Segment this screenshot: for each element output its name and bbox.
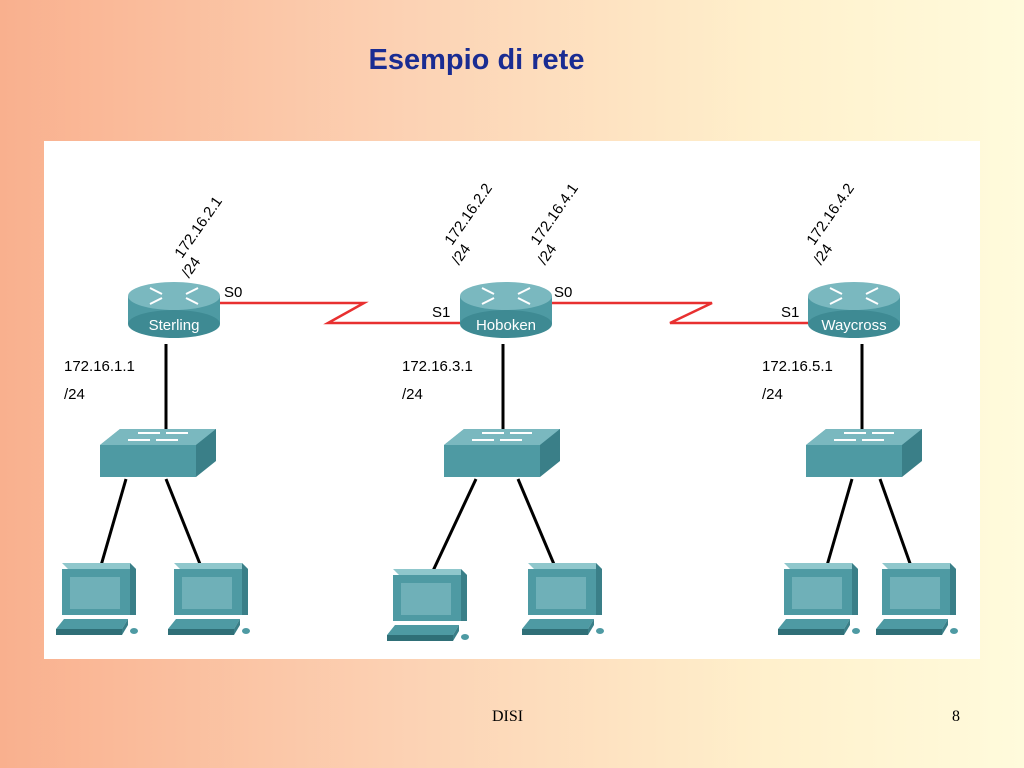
pc-link bbox=[824, 478, 854, 570]
serial-link-sterling-hoboken bbox=[216, 301, 466, 325]
router-name-waycross: Waycross bbox=[821, 317, 886, 334]
computer-icon bbox=[56, 563, 138, 635]
computer-icon bbox=[778, 563, 860, 635]
mask-label-sterling-lan: /24 bbox=[64, 386, 85, 403]
computer-icon bbox=[876, 563, 958, 635]
interface-label-sterling-s0: S0 bbox=[224, 284, 242, 301]
network-diagram-svg: Sterling Hoboken Waycross S0 S1 S0 S1 17… bbox=[56, 180, 958, 641]
ip-label-hoboken-right: 172.16.4.1 /24 bbox=[527, 180, 582, 267]
switch-icon bbox=[805, 428, 923, 478]
switch-icon bbox=[99, 428, 217, 478]
ip-label-hoboken-left: 172.16.2.2 /24 bbox=[441, 180, 496, 267]
pc-link bbox=[430, 478, 478, 574]
svg-text:172.16.2.2: 172.16.2.2 bbox=[441, 180, 496, 248]
mask-label-waycross-lan: /24 bbox=[762, 386, 783, 403]
pc-link bbox=[98, 478, 128, 570]
ip-label-sterling-lan: 172.16.1.1 bbox=[64, 358, 135, 375]
slide-title: Esempio di rete bbox=[368, 44, 585, 76]
router-name-sterling: Sterling bbox=[149, 317, 200, 334]
svg-text:172.16.4.2: 172.16.4.2 bbox=[803, 180, 858, 248]
computer-icon bbox=[522, 563, 604, 635]
interface-label-waycross-s1: S1 bbox=[781, 304, 799, 321]
computer-icon bbox=[168, 563, 250, 635]
router-name-hoboken: Hoboken bbox=[476, 317, 536, 334]
computer-icon bbox=[387, 569, 469, 641]
pc-link bbox=[164, 478, 204, 570]
interface-label-hoboken-s1: S1 bbox=[432, 304, 450, 321]
pc-link bbox=[516, 478, 558, 570]
page-number: 8 bbox=[952, 708, 960, 725]
interface-label-hoboken-s0: S0 bbox=[554, 284, 572, 301]
ip-label-sterling-serial: 172.16.2.1 /24 bbox=[171, 193, 226, 280]
ip-label-waycross-lan: 172.16.5.1 bbox=[762, 358, 833, 375]
serial-link-hoboken-waycross bbox=[549, 301, 809, 325]
footer-text: DISI bbox=[492, 708, 524, 725]
network-diagram: Sterling Hoboken Waycross S0 S1 S0 S1 17… bbox=[44, 141, 980, 659]
ip-label-waycross-serial: 172.16.4.2 /24 bbox=[803, 180, 858, 267]
switch-icon bbox=[443, 428, 561, 478]
ip-label-hoboken-lan: 172.16.3.1 bbox=[402, 358, 473, 375]
svg-text:172.16.2.1: 172.16.2.1 bbox=[171, 193, 226, 261]
mask-label-hoboken-lan: /24 bbox=[402, 386, 423, 403]
pc-link bbox=[878, 478, 914, 570]
svg-text:172.16.4.1: 172.16.4.1 bbox=[527, 180, 582, 248]
